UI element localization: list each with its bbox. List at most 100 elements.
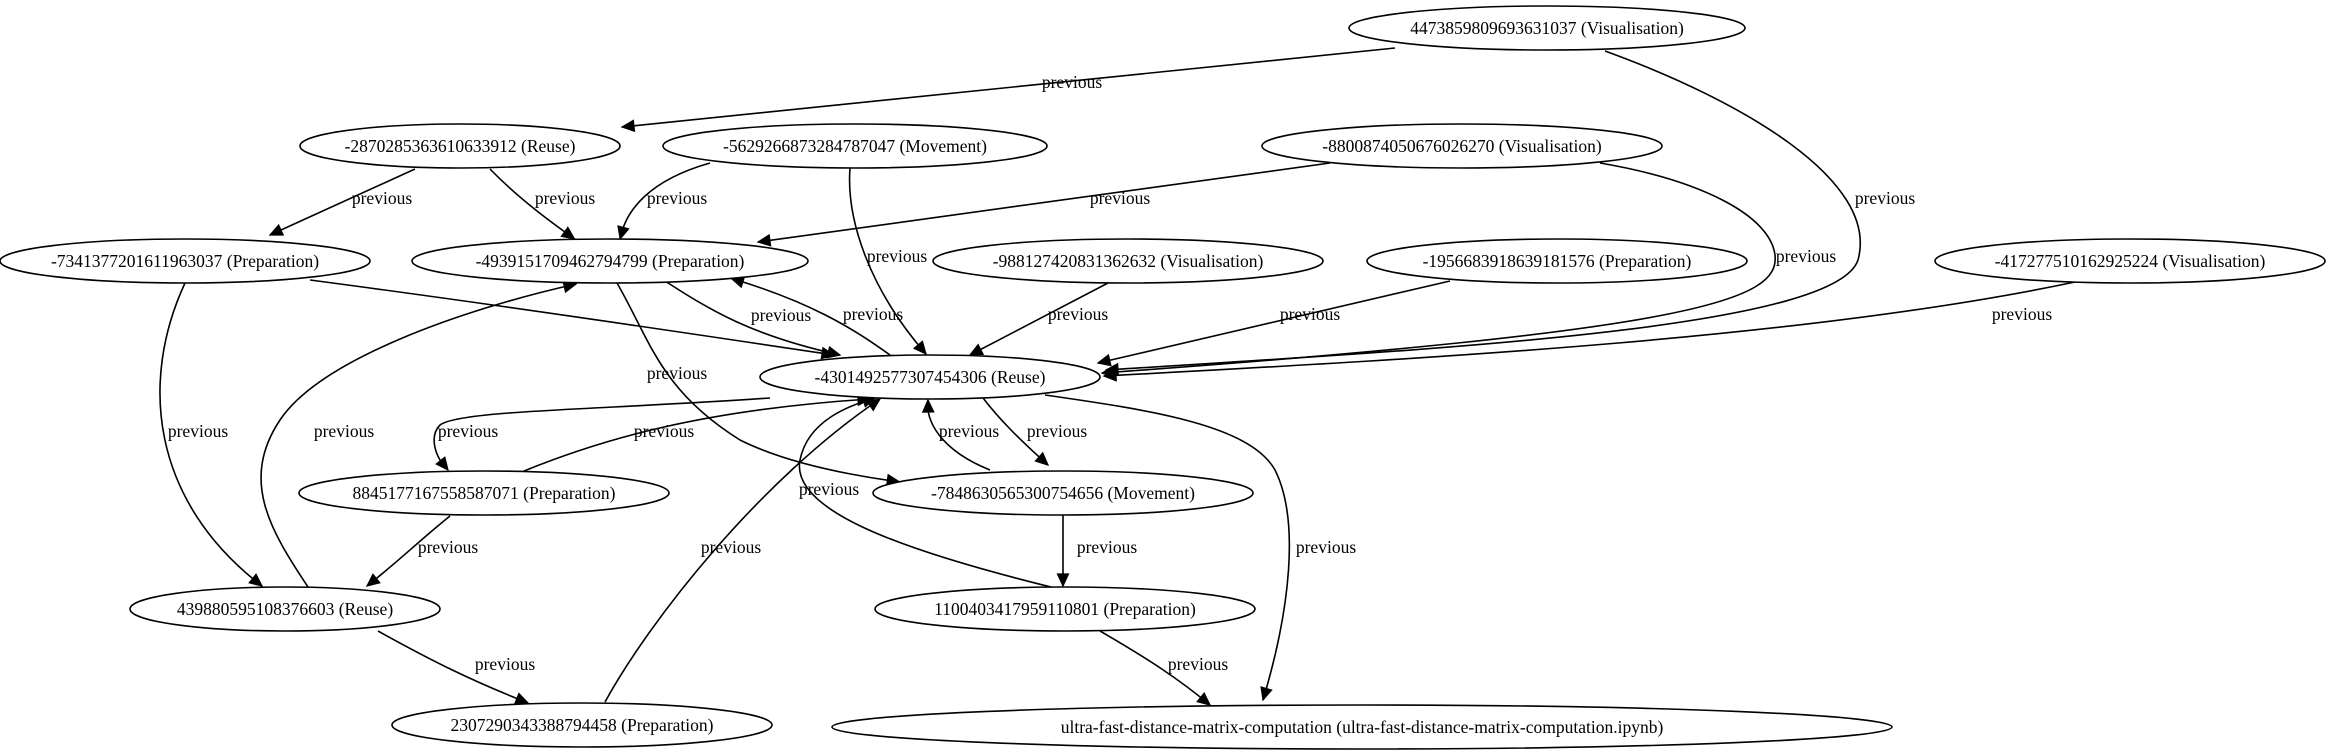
edge-line bbox=[715, 273, 891, 356]
node-ellipse bbox=[932, 238, 1324, 284]
edge-label: previous bbox=[168, 421, 228, 441]
edge-n_reuse_439-to-n_prep_230: previous bbox=[377, 630, 535, 705]
edge-line bbox=[604, 398, 881, 703]
edge-label: previous bbox=[1090, 188, 1150, 208]
node-label: -4939151709462794799 (Preparation) bbox=[476, 251, 745, 271]
node-n_prep_734[interactable]: -7341377201611963037 (Preparation) bbox=[0, 238, 371, 284]
node-ellipse bbox=[831, 704, 1893, 750]
node-ellipse bbox=[872, 470, 1254, 516]
edge-line bbox=[798, 396, 1056, 589]
edge-n_vis_880-to-n_prep_493: previous bbox=[756, 162, 1331, 247]
edge-label: previous bbox=[647, 188, 707, 208]
node-label: 4473859809693631037 (Visualisation) bbox=[1410, 18, 1684, 38]
node-label: 2307290343388794458 (Preparation) bbox=[451, 715, 714, 735]
node-ellipse bbox=[1261, 123, 1663, 169]
edge-label: previous bbox=[799, 479, 859, 499]
edge-label: previous bbox=[438, 421, 498, 441]
node-n_reuse_430[interactable]: -4301492577307454306 (Reuse) bbox=[759, 354, 1101, 400]
edge-n_vis_447-to-n_reuse_287: previous bbox=[620, 47, 1396, 133]
node-ellipse bbox=[759, 354, 1101, 400]
edge-line bbox=[159, 282, 263, 587]
node-ellipse bbox=[0, 238, 371, 284]
edge-n_prep_110-to-n_notebook: previous bbox=[1099, 630, 1228, 706]
edge-n_mov_784-to-n_prep_110: previous bbox=[1056, 515, 1137, 588]
arrowhead-icon bbox=[560, 226, 576, 240]
arrowhead-icon bbox=[435, 456, 449, 472]
arrowhead-icon bbox=[912, 340, 927, 356]
edge-n_reuse_430-to-n_notebook: previous bbox=[1044, 394, 1356, 702]
edge-n_mov_562-to-n_reuse_430: previous bbox=[848, 167, 927, 356]
arrowhead-icon bbox=[1056, 573, 1070, 588]
edge-n_vis_988-to-n_reuse_430: previous bbox=[968, 282, 1109, 356]
node-ellipse bbox=[662, 123, 1048, 169]
node-label: 439880595108376603 (Reuse) bbox=[177, 599, 393, 619]
edge-n_prep_195-to-n_reuse_430: previous bbox=[1096, 280, 1451, 367]
arrowhead-icon bbox=[968, 343, 985, 356]
node-n_vis_988[interactable]: -988127420831362632 (Visualisation) bbox=[932, 238, 1324, 284]
node-ellipse bbox=[1348, 5, 1746, 51]
node-label: ultra-fast-distance-matrix-computation (… bbox=[1061, 717, 1664, 737]
edge-label: previous bbox=[939, 421, 999, 441]
edge-label: previous bbox=[1296, 537, 1356, 557]
arrowhead-icon bbox=[1034, 451, 1050, 466]
edge-n_prep_110-to-n_reuse_430: previous bbox=[798, 395, 1056, 589]
edge-label: previous bbox=[418, 537, 478, 557]
edge-label: previous bbox=[1992, 304, 2052, 324]
node-n_prep_884[interactable]: 8845177167558587071 (Preparation) bbox=[298, 470, 670, 516]
edge-label: previous bbox=[1077, 537, 1137, 557]
edge-line bbox=[433, 397, 771, 471]
edge-n_reuse_430-to-n_mov_784: previous bbox=[982, 397, 1087, 466]
node-n_vis_880[interactable]: -8800874050676026270 (Visualisation) bbox=[1261, 123, 1663, 169]
node-n_mov_562[interactable]: -5629266873284787047 (Movement) bbox=[662, 123, 1048, 169]
edge-n_vis_447-to-n_reuse_430: previous bbox=[1104, 50, 1915, 376]
edge-n_prep_493-to-n_reuse_430: previous bbox=[664, 280, 842, 359]
edge-label: previous bbox=[1048, 304, 1108, 324]
node-label: -417277510162925224 (Visualisation) bbox=[1995, 251, 2266, 271]
node-n_notebook[interactable]: ultra-fast-distance-matrix-computation (… bbox=[831, 704, 1893, 750]
edge-n_reuse_287-to-n_prep_734: previous bbox=[268, 168, 416, 236]
node-n_prep_493[interactable]: -4939151709462794799 (Preparation) bbox=[411, 238, 809, 284]
arrowhead-icon bbox=[268, 223, 285, 236]
edge-line bbox=[757, 162, 1331, 243]
edge-label: previous bbox=[352, 188, 412, 208]
nodes-layer: 4473859809693631037 (Visualisation) -2870… bbox=[0, 5, 2326, 750]
node-n_prep_230[interactable]: 2307290343388794458 (Preparation) bbox=[391, 702, 773, 748]
arrowhead-icon bbox=[513, 692, 530, 705]
node-n_vis_417[interactable]: -417277510162925224 (Visualisation) bbox=[1934, 238, 2326, 284]
edge-label: previous bbox=[535, 188, 595, 208]
node-n_vis_447[interactable]: 4473859809693631037 (Visualisation) bbox=[1348, 5, 1746, 51]
arrowhead-icon bbox=[365, 573, 381, 587]
node-label: -1956683918639181576 (Preparation) bbox=[1423, 251, 1692, 271]
edge-label: previous bbox=[1042, 72, 1102, 92]
edge-label: previous bbox=[647, 363, 707, 383]
edge-n_reuse_439-to-n_prep_493: previous bbox=[260, 280, 578, 588]
edge-line bbox=[664, 280, 841, 356]
node-ellipse bbox=[129, 586, 441, 632]
node-ellipse bbox=[411, 238, 809, 284]
node-n_prep_195[interactable]: -1956683918639181576 (Preparation) bbox=[1366, 238, 1748, 284]
node-n_mov_784[interactable]: -7848630565300754656 (Movement) bbox=[872, 470, 1254, 516]
edge-label: previous bbox=[867, 246, 927, 266]
arrowhead-icon bbox=[1260, 686, 1273, 702]
arrowhead-icon bbox=[1196, 692, 1212, 706]
edge-label: previous bbox=[1168, 654, 1228, 674]
node-label: 8845177167558587071 (Preparation) bbox=[353, 483, 616, 503]
node-n_reuse_287[interactable]: -2870285363610633912 (Reuse) bbox=[299, 123, 621, 169]
arrowhead-icon bbox=[826, 345, 842, 359]
edge-line bbox=[969, 282, 1109, 356]
node-n_reuse_439[interactable]: 439880595108376603 (Reuse) bbox=[129, 586, 441, 632]
edge-n_reuse_430-to-n_prep_493: previous bbox=[715, 273, 903, 356]
edge-label: previous bbox=[634, 421, 694, 441]
node-n_prep_110[interactable]: 1100403417959110801 (Preparation) bbox=[874, 586, 1256, 632]
edge-label: previous bbox=[1027, 421, 1087, 441]
edge-line bbox=[1097, 280, 1451, 364]
node-ellipse bbox=[298, 470, 670, 516]
edge-label: previous bbox=[751, 305, 811, 325]
edge-line bbox=[377, 630, 529, 704]
edge-n_mov_562-to-n_prep_493: previous bbox=[617, 162, 711, 241]
arrowhead-icon bbox=[248, 573, 264, 587]
node-ellipse bbox=[1366, 238, 1748, 284]
node-label: -7341377201611963037 (Preparation) bbox=[51, 251, 319, 271]
